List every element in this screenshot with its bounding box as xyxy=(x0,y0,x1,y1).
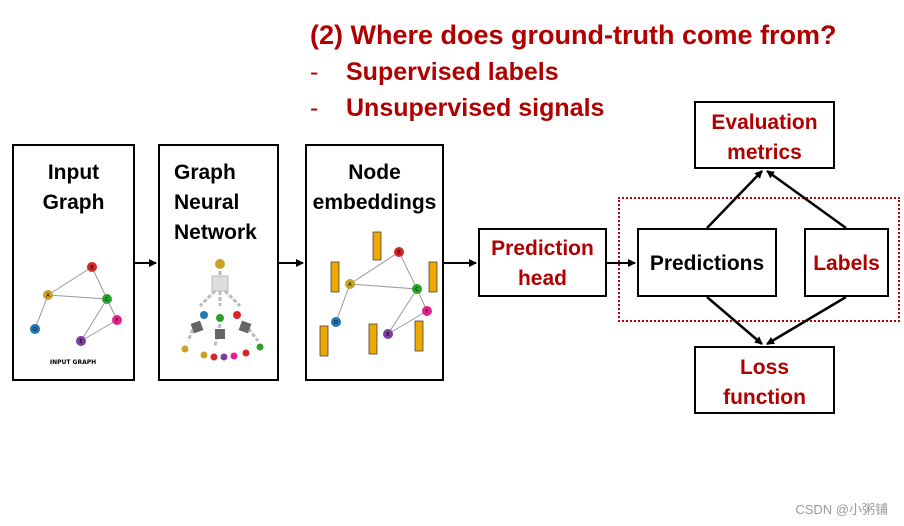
node-embeddings-label-line1: Node xyxy=(348,161,401,184)
input-graph-label-line1: Input xyxy=(47,161,100,184)
gnn-label-line1: Graph xyxy=(174,161,236,184)
embedding-bar xyxy=(368,323,378,355)
graph-node-label: F xyxy=(116,318,119,324)
loss-function-label-line1: Loss xyxy=(739,356,789,379)
gnn-aggregator xyxy=(211,275,229,292)
graph-node-label: B xyxy=(397,250,401,256)
graph-node-label: C xyxy=(105,297,109,303)
graph-node-label: C xyxy=(415,287,419,293)
graph-node-label: B xyxy=(90,265,94,271)
predictions-box: Predictions xyxy=(637,228,777,297)
node-embeddings-box: Node embeddings B A C D xyxy=(305,144,444,381)
arrow-labels-to-eval xyxy=(766,169,847,230)
embedding-bar xyxy=(428,261,438,293)
node-embeddings-illustration: B A C D E F xyxy=(319,231,438,357)
gnn-label-line2: Neural xyxy=(174,191,240,214)
loss-function-label-line2: function xyxy=(723,386,806,409)
graph-node-a xyxy=(43,290,53,300)
bullet-text: Supervised labels xyxy=(346,58,559,86)
prediction-head-label-line1: Prediction xyxy=(491,237,594,260)
loss-function-box: Loss function xyxy=(694,346,835,414)
bullet-text: Unsupervised signals xyxy=(346,94,605,122)
graph-node-label: D xyxy=(33,327,37,333)
embedding-bar xyxy=(372,231,382,261)
prediction-head-box: Prediction head xyxy=(478,228,607,297)
graph-node-label: E xyxy=(386,332,389,338)
graph-node-label: A xyxy=(46,293,50,299)
bullet-dash: - xyxy=(310,58,319,86)
graph-node-d xyxy=(30,324,40,334)
node-embeddings-label-line2: embeddings xyxy=(312,191,437,214)
input-graph-box: Input Graph B A C D E F INPUT GRAPH xyxy=(12,144,135,381)
bullet-dash: - xyxy=(310,94,319,122)
graph-node-label: E xyxy=(79,339,82,345)
predictions-label: Predictions xyxy=(649,252,765,275)
embedding-bar xyxy=(330,261,340,293)
input-graph-illustration: B A C D E F INPUT GRAPH xyxy=(30,262,122,366)
embedding-bar xyxy=(319,325,329,357)
watermark: CSDN @小粥铺 xyxy=(795,502,888,517)
evaluation-metrics-label-line1: Evaluation xyxy=(711,111,818,134)
gnn-box: Graph Neural Network xyxy=(158,144,279,381)
arrow-labels-to-loss xyxy=(766,295,847,346)
graph-node-b xyxy=(87,262,97,272)
input-graph-caption: INPUT GRAPH xyxy=(50,359,96,366)
gnn-label-line3: Network xyxy=(174,221,257,244)
ground-truth-question: (2) Where does ground-truth come from? xyxy=(310,20,837,50)
graph-node-f xyxy=(112,315,122,325)
labels-box: Labels xyxy=(804,228,889,297)
input-graph-label-line2: Graph xyxy=(42,191,105,214)
evaluation-metrics-box: Evaluation metrics xyxy=(694,101,835,169)
arrow-predictions-to-loss xyxy=(706,296,763,345)
graph-node-label: F xyxy=(426,309,429,315)
labels-label: Labels xyxy=(813,252,880,275)
graph-node-c xyxy=(102,294,112,304)
evaluation-metrics-label-line2: metrics xyxy=(727,141,802,164)
prediction-head-label-line2: head xyxy=(517,267,567,290)
graph-node-label: A xyxy=(348,282,352,288)
bullet-supervised-labels: -Supervised labels xyxy=(310,58,559,87)
arrow-predictions-to-eval xyxy=(706,170,763,229)
predictions-labels-region xyxy=(618,197,900,322)
bullet-unsupervised-signals: -Unsupervised signals xyxy=(310,94,604,123)
gnn-illustration xyxy=(181,259,264,361)
gnn-root-node xyxy=(215,259,225,269)
embedding-bar xyxy=(414,320,424,352)
graph-node-label: D xyxy=(334,320,338,326)
graph-node-e xyxy=(76,336,86,346)
